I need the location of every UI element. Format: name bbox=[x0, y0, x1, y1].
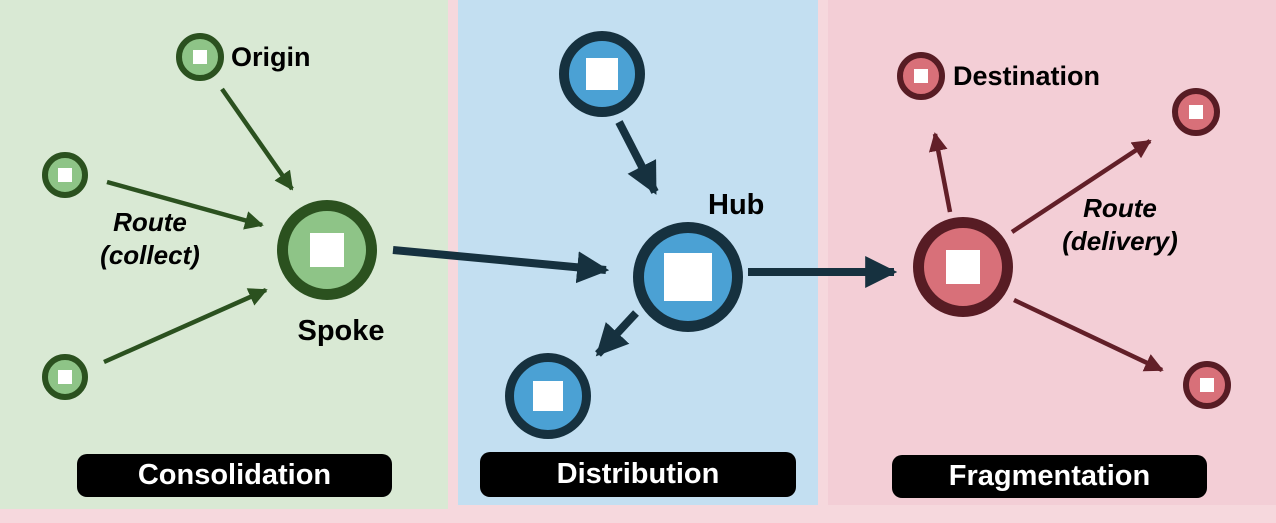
route-collect-label: Route (collect) bbox=[65, 206, 235, 272]
route-delivery-line1: Route bbox=[1083, 193, 1157, 223]
fragmentation-badge: Fragmentation bbox=[892, 455, 1207, 498]
distribution-node-north bbox=[559, 31, 645, 117]
origin-node-west bbox=[42, 152, 88, 198]
distribution-badge: Distribution bbox=[480, 452, 796, 497]
origin-node bbox=[176, 33, 224, 81]
shipment-square-icon bbox=[1189, 105, 1203, 119]
hub-label: Hub bbox=[708, 189, 765, 221]
fragmentation-hub-node bbox=[913, 217, 1013, 317]
distribution-node-south bbox=[505, 353, 591, 439]
consolidation-badge: Consolidation bbox=[77, 454, 392, 497]
destination-node-northeast bbox=[1172, 88, 1220, 136]
shipment-square-icon bbox=[1200, 378, 1214, 392]
route-collect-line1: Route bbox=[113, 207, 187, 237]
destination-node bbox=[897, 52, 945, 100]
spoke-node bbox=[277, 200, 377, 300]
origin-label: Origin bbox=[231, 42, 311, 72]
hub-node bbox=[633, 222, 743, 332]
shipment-square-icon bbox=[193, 50, 207, 64]
shipment-square-icon bbox=[664, 253, 712, 301]
destination-node-southeast bbox=[1183, 361, 1231, 409]
route-collect-line2: (collect) bbox=[100, 240, 200, 270]
spoke-label: Spoke bbox=[297, 315, 385, 347]
shipment-square-icon bbox=[58, 168, 72, 182]
route-delivery-line2: (delivery) bbox=[1062, 226, 1178, 256]
shipment-square-icon bbox=[58, 370, 72, 384]
route-delivery-label: Route (delivery) bbox=[1030, 192, 1210, 258]
shipment-square-icon bbox=[914, 69, 928, 83]
destination-label: Destination bbox=[953, 61, 1101, 91]
shipment-square-icon bbox=[946, 250, 980, 284]
shipment-square-icon bbox=[533, 381, 563, 411]
shipment-square-icon bbox=[310, 233, 344, 267]
origin-node-south bbox=[42, 354, 88, 400]
shipment-square-icon bbox=[586, 58, 618, 90]
